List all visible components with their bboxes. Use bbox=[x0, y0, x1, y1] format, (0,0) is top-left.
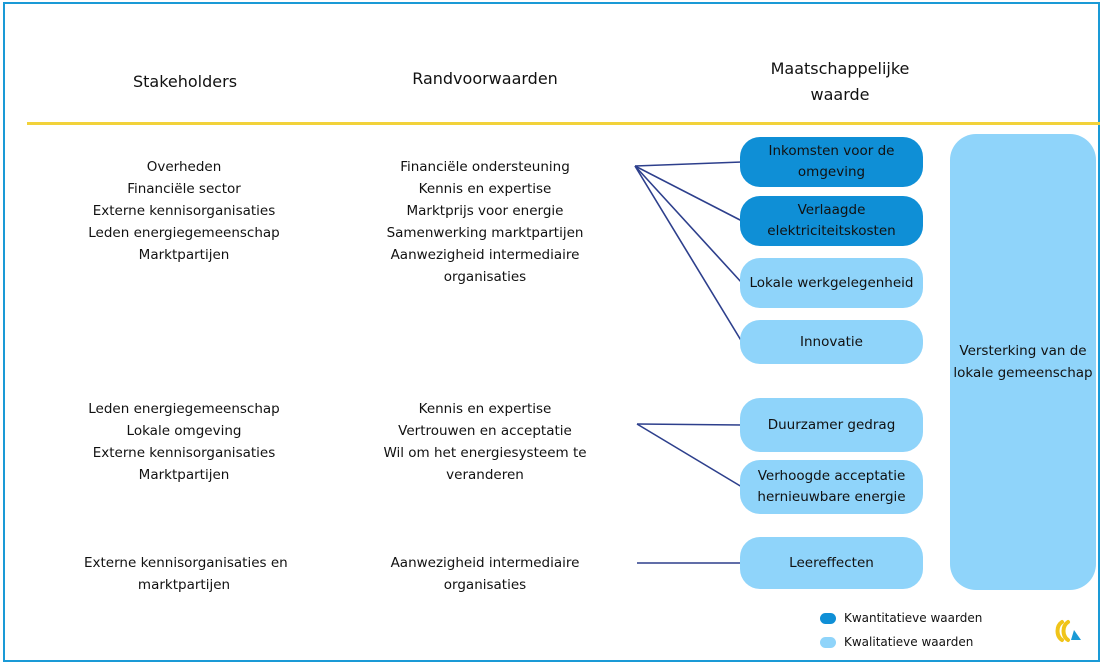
stakeholder-item: Leden energiegemeenschap bbox=[88, 225, 280, 241]
stakeholder-item: Marktpartijen bbox=[138, 247, 230, 263]
randvoorwaarde-item: Kennis en expertise bbox=[418, 181, 552, 197]
legend-label: Kwantitatieve waarden bbox=[844, 611, 983, 625]
stakeholder-item: Externe kennisorganisaties bbox=[92, 203, 276, 219]
randvoorwaarde-item: Vertrouwen en acceptatie bbox=[398, 423, 572, 439]
stakeholder-item: marktpartijen bbox=[137, 577, 231, 593]
randvoorwaarde-item: Aanwezigheid intermediaire bbox=[390, 555, 580, 571]
value-pill: Innovatie bbox=[740, 320, 923, 364]
overall-line: lokale gemeenschap bbox=[953, 365, 1093, 381]
value-pill-line: omgeving bbox=[797, 164, 866, 180]
stakeholder-item: Financiële sector bbox=[127, 181, 241, 197]
randvoorwaarde-item: Kennis en expertise bbox=[418, 401, 552, 417]
legend-label: Kwalitatieve waarden bbox=[844, 635, 974, 649]
header-line: waarde bbox=[810, 85, 870, 104]
stakeholder-item: Marktpartijen bbox=[138, 467, 230, 483]
randvoorwaarde-item: Financiële ondersteuning bbox=[400, 159, 570, 175]
value-pill: Verhoogde acceptatie hernieuwbare energie bbox=[740, 460, 923, 514]
legend-swatch-dark bbox=[820, 612, 836, 624]
randvoorwaarde-item: Samenwerking marktpartijen bbox=[386, 225, 584, 241]
stakeholder-item: Externe kennisorganisaties en bbox=[84, 555, 288, 571]
header-maatschappelijke-waarde: Maatschappelijke waarde bbox=[735, 56, 945, 108]
value-pill-line: Verlaagde bbox=[797, 202, 866, 218]
randvoorwaarde-item: organisaties bbox=[443, 577, 527, 593]
connector-line bbox=[634, 165, 743, 222]
value-pill: Leereffecten bbox=[740, 537, 923, 589]
connector-line bbox=[636, 423, 743, 426]
randvoorwaarde-item: Aanwezigheid intermediaire bbox=[390, 247, 580, 263]
stakeholder-item: Lokale omgeving bbox=[126, 423, 242, 439]
header-line: Maatschappelijke bbox=[770, 59, 910, 78]
stakeholder-item: Overheden bbox=[146, 159, 222, 175]
header-stakeholders: Stakeholders bbox=[132, 72, 238, 91]
value-pill-line: elektriciteitskosten bbox=[767, 223, 896, 239]
connector-line bbox=[636, 423, 743, 488]
value-pill-line: Lokale werkgelegenheid bbox=[749, 274, 914, 291]
value-pill-line: Verhoogde acceptatie bbox=[757, 468, 906, 484]
legend-swatch-light bbox=[820, 636, 836, 648]
logo-icon bbox=[1055, 620, 1081, 642]
stakeholder-item: Externe kennisorganisaties bbox=[92, 445, 276, 461]
legend-kwantitatief: Kwantitatieve waarden bbox=[820, 611, 982, 625]
randvoorwaarde-item: Marktprijs voor energie bbox=[406, 203, 564, 219]
randvoorwaarde-item: veranderen bbox=[446, 467, 524, 483]
connector-line bbox=[634, 165, 743, 284]
overall-value-pill: Versterking van de lokale gemeenschap bbox=[950, 134, 1096, 590]
value-pill: Verlaagde elektriciteitskosten bbox=[740, 196, 923, 246]
value-pill: Duurzamer gedrag bbox=[740, 398, 923, 452]
connector-line bbox=[634, 161, 743, 167]
value-pill-line: hernieuwbare energie bbox=[757, 489, 906, 505]
value-pill-line: Inkomsten voor de bbox=[768, 143, 895, 159]
connector-line bbox=[634, 165, 743, 343]
value-pill-line: Leereffecten bbox=[789, 554, 874, 571]
randvoorwaarde-item: Wil om het energiesysteem te bbox=[383, 445, 587, 461]
randvoorwaarde-item: organisaties bbox=[443, 269, 527, 285]
stakeholder-item: Leden energiegemeenschap bbox=[88, 401, 280, 417]
header-divider bbox=[27, 122, 1100, 125]
value-pill-line: Innovatie bbox=[800, 333, 863, 350]
value-pill: Lokale werkgelegenheid bbox=[740, 258, 923, 308]
overall-line: Versterking van de bbox=[959, 343, 1087, 359]
value-pill-line: Duurzamer gedrag bbox=[767, 416, 896, 433]
stakeholder-group: Externe kennisorganisaties en marktpartij… bbox=[84, 552, 288, 596]
value-pill: Inkomsten voor de omgeving bbox=[740, 137, 923, 187]
header-randvoorwaarden: Randvoorwaarden bbox=[412, 69, 558, 88]
legend-kwalitatief: Kwalitatieve waarden bbox=[820, 635, 973, 649]
randvoorwaarden-group: Aanwezigheid intermediaire organisaties bbox=[375, 552, 595, 596]
